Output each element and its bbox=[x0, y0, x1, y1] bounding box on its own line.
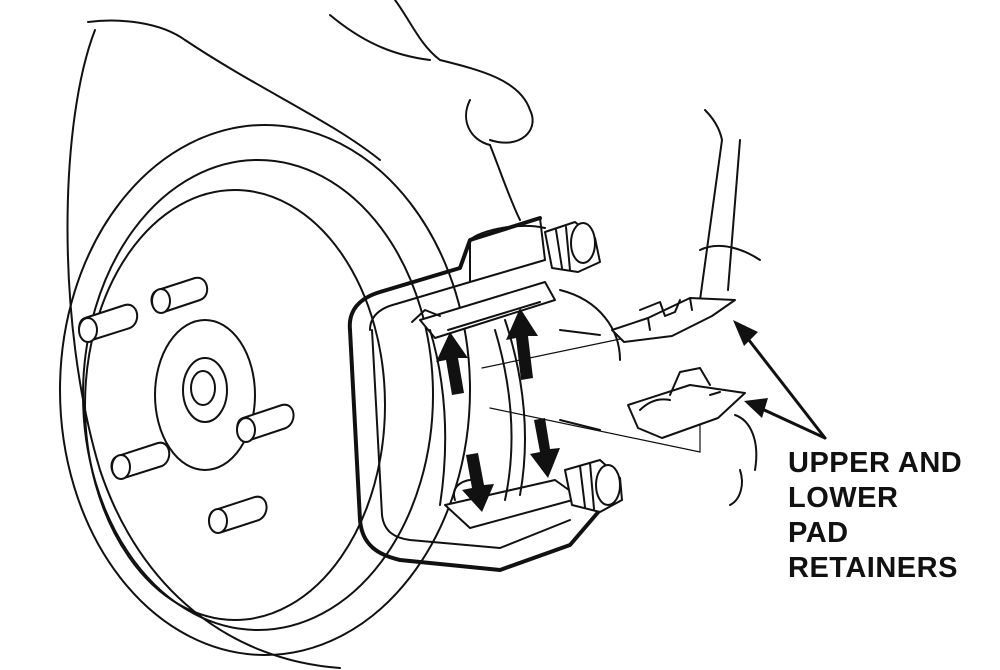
upper-guide-pin bbox=[544, 221, 601, 273]
upper-pad-retainer bbox=[611, 297, 736, 343]
bracket-lower-arm bbox=[444, 478, 581, 529]
lower-guide-pin bbox=[564, 459, 623, 513]
arrow-up-right bbox=[506, 308, 538, 380]
brake-pad-area bbox=[429, 319, 526, 506]
brake-rotor bbox=[59, 19, 471, 669]
removal-arrows bbox=[436, 308, 560, 512]
label-line-2: LOWER bbox=[788, 482, 899, 514]
wheel-hub bbox=[154, 319, 256, 471]
suspension-knuckle bbox=[329, 0, 761, 506]
lower-pad-retainer bbox=[627, 367, 746, 439]
arrow-down-left bbox=[462, 453, 494, 512]
caliper-bracket bbox=[347, 216, 602, 572]
label-line-3: PAD bbox=[788, 517, 849, 549]
wheel-studs bbox=[78, 276, 295, 534]
arrow-up-left bbox=[436, 332, 468, 395]
label-line-1: UPPER AND bbox=[788, 447, 963, 479]
callout-arrows bbox=[733, 320, 827, 440]
label-line-4: RETAINERS bbox=[788, 552, 958, 584]
arrow-down-right bbox=[530, 418, 560, 478]
pad-retainers-label: UPPER AND LOWER PAD RETAINERS bbox=[788, 446, 998, 586]
